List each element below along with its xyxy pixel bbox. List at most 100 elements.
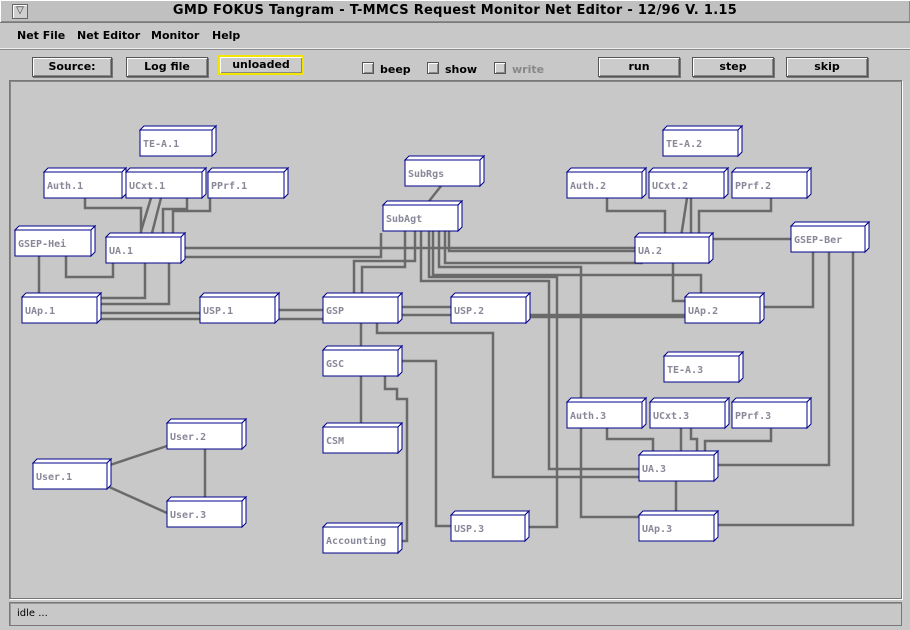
- node-side-face: [864, 220, 870, 254]
- net-edge[interactable]: [101, 263, 171, 306]
- node-auth1[interactable]: Auth.1: [42, 166, 128, 200]
- window-title: GMD FOKUS Tangram - T-MMCS Request Monit…: [172, 3, 738, 18]
- node-label: GSC: [326, 359, 344, 370]
- node-uap3[interactable]: UAp.3: [637, 509, 720, 543]
- node-gsep-hei[interactable]: GSEP-Hei: [13, 224, 97, 258]
- node-side-face: [723, 166, 729, 200]
- node-te-a1[interactable]: TE-A.1: [138, 124, 218, 158]
- net-edge[interactable]: [605, 198, 667, 237]
- step-button[interactable]: step: [692, 57, 774, 77]
- net-edge[interactable]: [447, 231, 635, 253]
- net-edge[interactable]: [760, 252, 815, 309]
- node-auth3[interactable]: Auth.3: [565, 396, 648, 430]
- net-edge[interactable]: [375, 323, 639, 479]
- show-checkbox[interactable]: show: [427, 62, 477, 76]
- net-edge[interactable]: [101, 263, 147, 300]
- node-top-face: [449, 510, 531, 516]
- node-label: User.2: [170, 432, 206, 443]
- node-te-a2[interactable]: TE-A.2: [661, 124, 744, 158]
- skip-button[interactable]: skip: [786, 57, 868, 77]
- menu-net-file[interactable]: Net File: [17, 29, 66, 42]
- unloaded-status-button[interactable]: unloaded: [218, 55, 304, 75]
- run-button[interactable]: run: [598, 57, 680, 77]
- write-checkbox-box[interactable]: [494, 62, 506, 74]
- node-ucxt2[interactable]: UCxt.2: [647, 166, 730, 200]
- net-edge[interactable]: [398, 359, 451, 528]
- node-top-face: [124, 167, 208, 173]
- net-edge[interactable]: [715, 252, 855, 527]
- net-edge[interactable]: [443, 231, 643, 265]
- show-label: show: [445, 63, 478, 76]
- net-edge[interactable]: [64, 256, 115, 279]
- net-edge[interactable]: [171, 198, 212, 237]
- node-gsc[interactable]: GSC: [321, 344, 404, 378]
- node-ucxt3[interactable]: UCxt.3: [648, 396, 731, 430]
- node-te-a3[interactable]: TE-A.3: [662, 350, 745, 384]
- net-edge[interactable]: [605, 428, 655, 455]
- node-label: GSP: [326, 306, 344, 317]
- net-edge[interactable]: [427, 231, 559, 529]
- node-usp2[interactable]: USP.2: [449, 291, 532, 325]
- net-edge[interactable]: [689, 428, 699, 455]
- node-gsp[interactable]: GSP: [321, 291, 404, 325]
- net-edge[interactable]: [106, 484, 168, 515]
- net-edge[interactable]: [697, 198, 773, 237]
- node-usp3[interactable]: USP.3: [449, 509, 531, 543]
- node-label: UA.2: [638, 246, 662, 257]
- node-subagt[interactable]: SubAgt: [381, 199, 464, 233]
- write-checkbox[interactable]: write: [494, 62, 544, 76]
- net-edge[interactable]: [715, 252, 831, 467]
- beep-checkbox-box[interactable]: [362, 62, 374, 74]
- node-user3[interactable]: User.3: [165, 495, 248, 529]
- net-edge[interactable]: [149, 197, 163, 238]
- node-user1[interactable]: User.1: [31, 457, 113, 491]
- net-edge[interactable]: [679, 197, 689, 238]
- node-label: USP.2: [454, 306, 484, 317]
- node-gsep-ber[interactable]: GSEP-Ber: [789, 220, 871, 254]
- show-checkbox-box[interactable]: [427, 62, 439, 74]
- net-edge[interactable]: [352, 231, 417, 297]
- net-edge[interactable]: [139, 197, 153, 232]
- node-auth2[interactable]: Auth.2: [565, 166, 648, 200]
- node-csm[interactable]: CSM: [321, 421, 404, 455]
- net-edge[interactable]: [419, 231, 639, 471]
- net-edge[interactable]: [106, 444, 168, 468]
- log-file-button[interactable]: Log file: [126, 57, 208, 77]
- node-uap1[interactable]: UAp.1: [20, 291, 103, 325]
- net-edge[interactable]: [181, 233, 383, 259]
- node-subrgs[interactable]: SubRgs: [403, 154, 486, 188]
- node-ua1[interactable]: UA.1: [104, 231, 187, 265]
- node-top-face: [321, 345, 404, 351]
- node-accounting[interactable]: Accounting: [321, 521, 404, 555]
- node-pprf1[interactable]: PPrf.1: [206, 166, 290, 200]
- net-edge[interactable]: [671, 263, 685, 303]
- node-label: SubRgs: [408, 169, 444, 180]
- net-edge[interactable]: [703, 428, 773, 455]
- node-pprf2[interactable]: PPrf.2: [730, 166, 813, 200]
- net-edge[interactable]: [83, 198, 143, 237]
- node-label: Auth.2: [570, 181, 606, 192]
- menu-monitor[interactable]: Monitor: [151, 29, 200, 42]
- node-ua2[interactable]: UA.2: [633, 231, 715, 265]
- node-top-face: [42, 167, 128, 173]
- net-edge[interactable]: [360, 231, 407, 297]
- node-pprf3[interactable]: PPrf.3: [730, 396, 813, 430]
- node-front-face: [43, 171, 123, 199]
- menu-net-editor[interactable]: Net Editor: [77, 29, 141, 42]
- node-user2[interactable]: User.2: [165, 417, 248, 451]
- net-edge[interactable]: [431, 231, 703, 297]
- node-usp1[interactable]: USP.1: [198, 291, 281, 325]
- node-label: PPrf.2: [735, 181, 771, 192]
- menu-help[interactable]: Help: [212, 29, 241, 42]
- node-uap2[interactable]: UAp.2: [683, 291, 766, 325]
- net-edge[interactable]: [437, 231, 639, 519]
- beep-checkbox[interactable]: beep: [362, 62, 411, 76]
- window-menu-icon[interactable]: ▽: [12, 4, 28, 19]
- node-ua3[interactable]: UA.3: [637, 449, 720, 483]
- net-edge[interactable]: [161, 198, 189, 237]
- node-ucxt1[interactable]: UCxt.1: [124, 166, 208, 200]
- source-button[interactable]: Source:: [32, 57, 112, 77]
- net-edge[interactable]: [383, 376, 409, 543]
